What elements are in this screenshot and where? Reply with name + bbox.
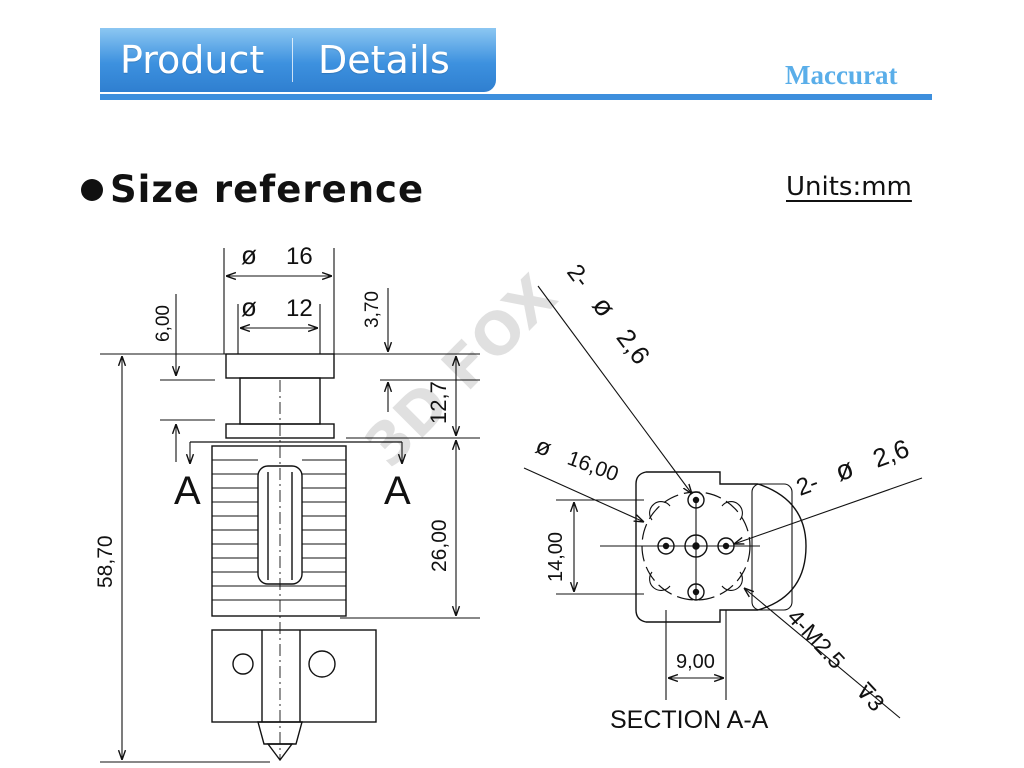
svg-text:ø: ø <box>532 432 555 463</box>
dim-dia-12: 12 <box>286 295 313 322</box>
section-marker-left: A <box>174 469 201 513</box>
dia-16-symbol: ø <box>241 240 257 270</box>
section-title: Size reference <box>110 168 425 211</box>
front-view <box>211 353 377 762</box>
section-dimensions <box>523 285 923 719</box>
svg-text:2-: 2- <box>561 259 595 292</box>
dim-6-00: 6,00 <box>153 305 174 342</box>
leader-hole-top <box>537 285 692 494</box>
section-marker-right: A <box>384 469 411 513</box>
dim-58-70: 58,70 <box>94 535 117 588</box>
svg-text:2,6: 2,6 <box>611 323 657 370</box>
dim-26-00: 26,00 <box>428 519 451 572</box>
svg-text:⊽3: ⊽3 <box>851 677 890 716</box>
bullet-icon <box>81 179 103 201</box>
svg-text:16,00: 16,00 <box>564 447 621 487</box>
leader-thread <box>744 588 901 719</box>
svg-text:ø: ø <box>586 290 621 322</box>
section-outline <box>635 471 807 623</box>
dim-dia-16: 16 <box>286 243 313 270</box>
flange-top <box>225 353 335 379</box>
brand-logo: Maccurat <box>785 60 898 90</box>
dim-12-7: 12,7 <box>426 381 451 424</box>
section-view <box>600 471 807 623</box>
leader-dia-16 <box>523 467 644 522</box>
label-hole-top: 2- ø 2,6 <box>561 259 657 370</box>
dia-12-symbol: ø <box>241 292 257 322</box>
label-thread: 4-M2.5 ⊽3 <box>782 604 889 717</box>
dim-3-70: 3,70 <box>362 291 383 328</box>
banner-divider <box>292 38 293 82</box>
heatsink-body <box>211 445 347 617</box>
heatsink-fins <box>212 459 346 601</box>
banner-word-product: Product <box>120 38 265 82</box>
leader-hole-right <box>734 477 923 544</box>
header-rule <box>100 94 932 100</box>
heater-hole-small <box>232 653 254 675</box>
heater-block <box>211 629 377 723</box>
svg-text:4-M2.5: 4-M2.5 <box>782 604 850 674</box>
nozzle-body <box>257 721 303 745</box>
label-hole-right: 2- ø 2,6 <box>793 433 913 502</box>
heater-hole-large <box>308 650 336 678</box>
svg-text:2,6: 2,6 <box>869 433 913 474</box>
dim-14-00: 14,00 <box>545 532 567 582</box>
svg-text:2-: 2- <box>793 469 822 502</box>
units-label: Units:mm <box>786 172 912 202</box>
dim-9-00: 9,00 <box>676 651 715 673</box>
header-banner: Product Details <box>100 28 496 92</box>
section-caption: SECTION A-A <box>610 706 769 734</box>
svg-text:ø: ø <box>831 452 858 487</box>
label-dia-16-00: ø 16,00 <box>532 432 622 487</box>
front-dimensions <box>100 248 480 763</box>
banner-word-details: Details <box>318 38 450 82</box>
